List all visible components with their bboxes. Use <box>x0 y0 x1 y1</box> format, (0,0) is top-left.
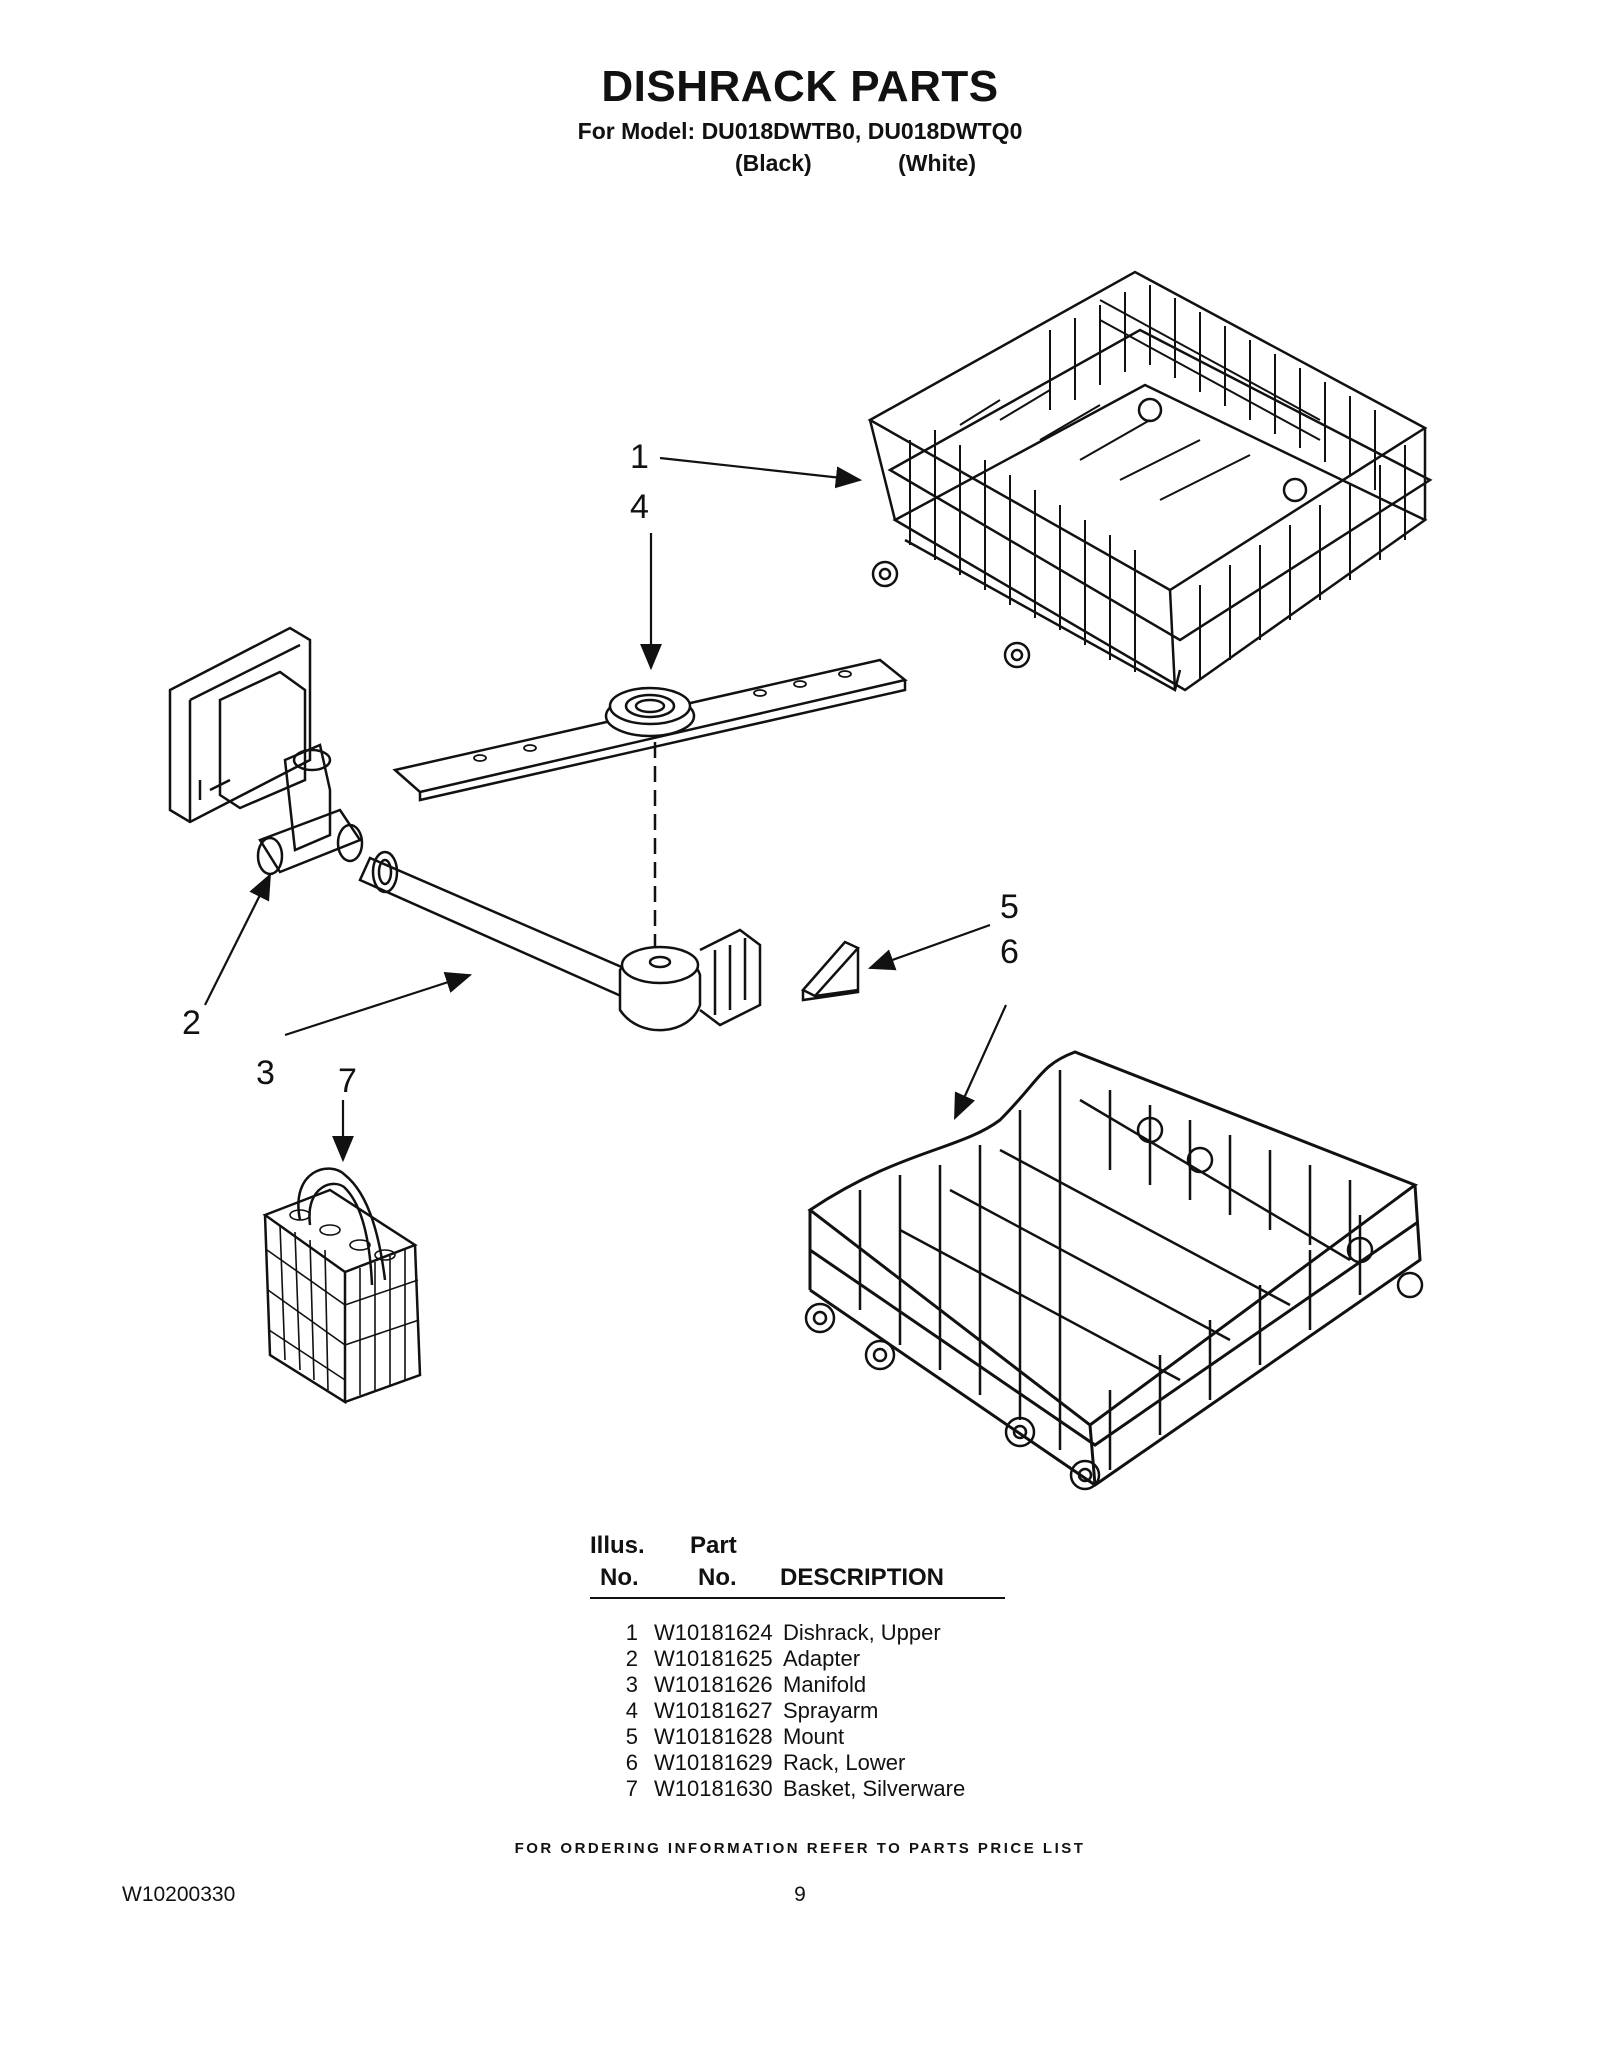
illus-number: 4 <box>625 1698 638 1723</box>
model-variants: (Black) (White) <box>735 150 976 177</box>
header-illus-no: No. <box>600 1564 639 1591</box>
part-number: W10181624 <box>654 1620 773 1645</box>
sprayarm-illustration <box>392 658 908 802</box>
header-description: DESCRIPTION <box>780 1564 945 1591</box>
callout-1: 1 <box>630 438 649 476</box>
upper-dishrack-illustration <box>867 270 1433 692</box>
adapter-illustration <box>168 626 364 876</box>
part-description: Mount <box>783 1724 845 1749</box>
part-number: W10181630 <box>654 1776 773 1801</box>
page-number: 9 <box>794 1883 806 1906</box>
part-number: W10181626 <box>654 1672 773 1697</box>
callout-3: 3 <box>256 1054 275 1092</box>
callout-4: 4 <box>630 488 649 526</box>
manifold-illustration <box>358 850 762 1032</box>
leader-lines <box>204 456 1008 1163</box>
model-line: For Model: DU018DWTB0, DU018DWTQ0 <box>577 118 1023 144</box>
callout-7: 7 <box>338 1062 357 1100</box>
leader-line-5 <box>867 923 991 971</box>
variant-black: (Black) <box>735 150 812 176</box>
callout-2: 2 <box>182 1004 201 1042</box>
header-part: Part <box>690 1532 737 1559</box>
leader-line-1 <box>659 456 863 489</box>
header-underline <box>590 1597 1005 1599</box>
callout-6: 6 <box>1000 933 1019 971</box>
callout-5: 5 <box>1000 888 1019 926</box>
illus-number: 3 <box>625 1672 638 1697</box>
illus-number: 6 <box>625 1750 638 1775</box>
part-description: Manifold <box>783 1672 867 1697</box>
part-number: W10181629 <box>654 1750 773 1775</box>
illus-number: 7 <box>625 1776 638 1801</box>
silverware-basket-illustration <box>262 1167 422 1405</box>
lower-rack-illustration <box>804 1050 1424 1491</box>
part-description: Basket, Silverware <box>783 1776 966 1801</box>
ordering-note: FOR ORDERING INFORMATION REFER TO PARTS … <box>514 1840 1086 1857</box>
page-title: DISHRACK PARTS <box>601 62 999 111</box>
exploded-parts-diagram: 1 4 2 3 5 6 7 <box>168 270 1433 1491</box>
illus-number: 5 <box>625 1724 638 1749</box>
document-number: W10200330 <box>122 1883 236 1906</box>
leader-line-3 <box>284 972 473 1037</box>
part-description: Adapter <box>783 1646 861 1671</box>
leader-line-6 <box>953 1004 1008 1121</box>
part-number: W10181627 <box>654 1698 773 1723</box>
part-number: W10181628 <box>654 1724 773 1749</box>
part-description: Dishrack, Upper <box>783 1620 941 1645</box>
part-number: W10181625 <box>654 1646 773 1671</box>
mount-illustration <box>800 940 861 1002</box>
part-description: Sprayarm <box>783 1698 879 1723</box>
illus-number: 2 <box>625 1646 638 1671</box>
part-description: Rack, Lower <box>783 1750 906 1775</box>
header-part-no: No. <box>698 1564 737 1591</box>
leader-line-2 <box>204 873 271 1006</box>
header-illus: Illus. <box>590 1532 645 1559</box>
illus-number: 1 <box>625 1620 638 1645</box>
variant-white: (White) <box>898 150 977 176</box>
